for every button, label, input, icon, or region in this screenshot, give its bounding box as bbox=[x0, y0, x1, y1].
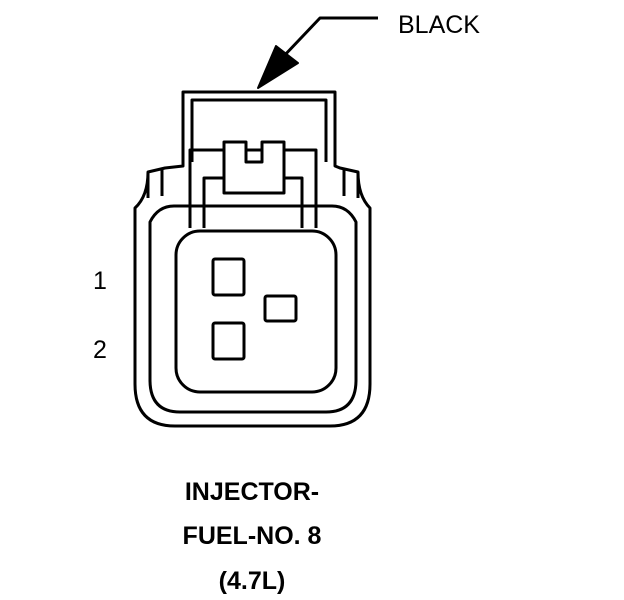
callout-leader-line bbox=[280, 16, 378, 60]
pin-label-2: 2 bbox=[93, 336, 107, 364]
terminal-face bbox=[174, 229, 338, 394]
right-side-rail bbox=[342, 168, 360, 198]
terminal-2 bbox=[211, 321, 246, 361]
lock-tab-frame bbox=[188, 148, 318, 228]
terminal-key bbox=[263, 294, 298, 323]
caption-line-1: INJECTOR- bbox=[184, 478, 320, 506]
pin-label-1: 1 bbox=[93, 267, 107, 295]
callout-arrowhead bbox=[257, 45, 299, 89]
inner-shell bbox=[148, 204, 358, 414]
wire-color-callout-label: BLACK bbox=[398, 11, 480, 39]
caption-line-3: (4.7L) bbox=[218, 567, 286, 595]
lock-tab-slot bbox=[222, 140, 286, 195]
caption-line-2: FUEL-NO. 8 bbox=[182, 522, 322, 550]
latch-bridge bbox=[190, 98, 328, 162]
terminal-1 bbox=[211, 257, 246, 297]
left-side-rail bbox=[146, 168, 164, 198]
